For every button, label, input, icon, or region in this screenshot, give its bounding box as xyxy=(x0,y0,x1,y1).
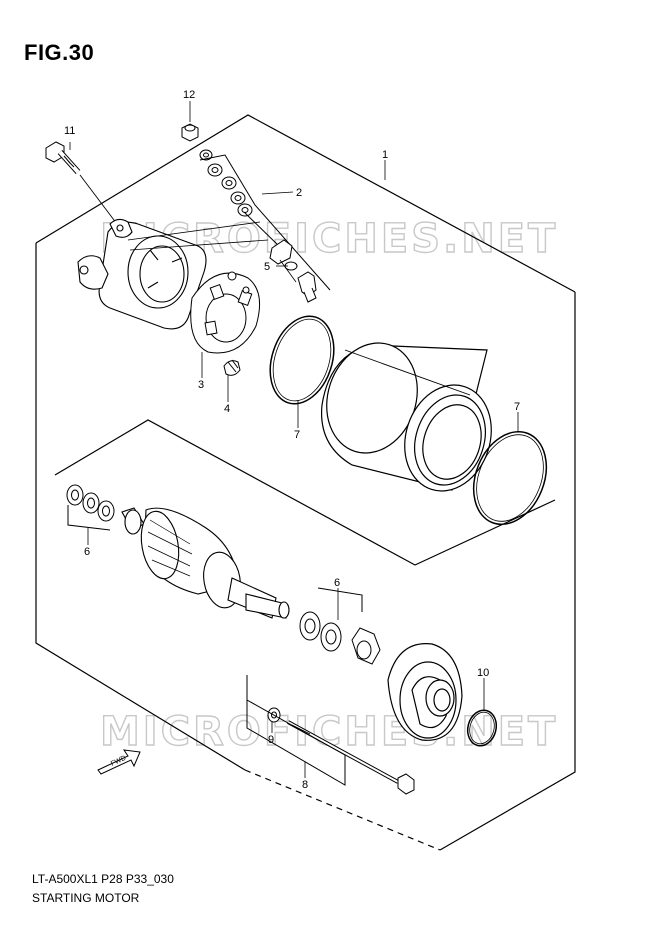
bracket-8-9 xyxy=(246,675,346,786)
washer-set-6-left xyxy=(66,484,115,531)
figure-name: STARTING MOTOR xyxy=(32,891,140,905)
callouts: 1 2 3 4 5 6 6 7 7 8 9 10 11 12 xyxy=(64,89,520,791)
callout-7-right: 7 xyxy=(514,401,520,413)
lock-plate xyxy=(351,627,381,665)
callout-3: 3 xyxy=(198,379,204,391)
nut-12 xyxy=(181,123,199,142)
o-ring-10 xyxy=(466,709,498,747)
figure-title: FIG.30 xyxy=(24,40,95,65)
armature xyxy=(121,507,290,619)
o-ring-7-right xyxy=(472,430,548,526)
bolt-11 xyxy=(45,141,121,229)
spring-4 xyxy=(223,359,241,376)
washer-set-6-right xyxy=(299,587,363,652)
callout-8: 8 xyxy=(302,779,308,791)
o-ring-7-left xyxy=(269,315,335,405)
callout-7-left: 7 xyxy=(294,429,300,441)
callout-5: 5 xyxy=(264,261,270,273)
callout-1: 1 xyxy=(382,149,388,161)
end-cover xyxy=(77,218,269,330)
figure-code: LT-A500XL1 P28 P33_030 xyxy=(32,872,174,886)
callout-11: 11 xyxy=(64,125,75,137)
leader-lines xyxy=(69,101,519,778)
callout-2: 2 xyxy=(296,187,302,199)
assembly-outline xyxy=(35,114,576,851)
callout-12: 12 xyxy=(183,89,195,101)
yoke-housing xyxy=(320,342,492,492)
washer-set-2 xyxy=(199,149,331,291)
callout-6-right: 6 xyxy=(334,577,340,589)
callout-4: 4 xyxy=(224,403,230,415)
callout-10: 10 xyxy=(477,667,489,679)
callout-9: 9 xyxy=(268,734,274,746)
terminal-5 xyxy=(269,239,317,303)
watermark-bottom: MICROFICHES.NET xyxy=(100,709,558,755)
brush-plate-3 xyxy=(190,271,261,354)
callout-6-left: 6 xyxy=(84,546,90,558)
front-bracket xyxy=(387,643,463,741)
